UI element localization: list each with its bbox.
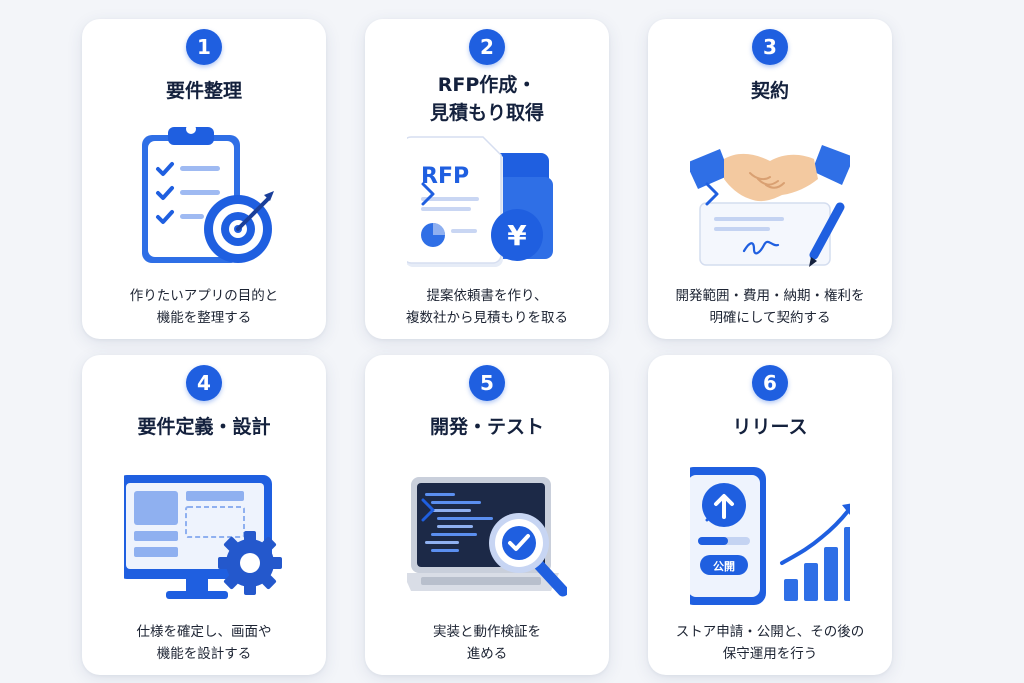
step-title: 要件定義・設計 [137,416,271,438]
step-description: 作りたいアプリの目的と 機能を整理する [129,288,279,326]
step-title: リリース [732,416,808,438]
step-card-1: 1 要件整理 作りたいアプリの [82,19,326,339]
step-description: 実装と動作検証を 進める [433,624,541,662]
step-number-badge: 4 [186,365,222,401]
step-description: ストア申請・公開と、その後の 保守運用を行う [675,624,865,662]
step-card-2: 2 RFP作成・ 見積もり取得 RFP ¥ 提案依頼書を作り、 複数社から見積も… [365,19,609,339]
step-description: 仕様を確定し、画面や 機能を設計する [136,624,272,662]
rfp-document-yen-icon: RFP ¥ [407,117,567,277]
process-flow: 1 要件整理 作りたいアプリの [82,19,892,675]
step-title: 契約 [750,80,789,102]
step-number-badge: 2 [469,29,505,65]
phone-upload-chart-icon: 公開 [690,453,850,613]
step-card-5: 5 開発・テスト 実装と動作検 [365,355,609,675]
chevron-right-icon [702,495,722,525]
publish-label: 公開 [713,560,735,573]
step-number-badge: 5 [469,365,505,401]
yen-symbol: ¥ [507,219,527,252]
step-description: 提案依頼書を作り、 複数社から見積もりを取る [406,288,568,326]
monitor-gear-icon [124,453,284,613]
step-number-badge: 1 [186,29,222,65]
chevron-right-icon [702,179,722,209]
chevron-right-icon [418,179,438,209]
laptop-magnifier-check-icon [407,453,567,613]
step-title: 要件整理 [165,80,242,102]
handshake-contract-icon [690,117,850,277]
step-card-4: 4 要件定義・設計 [82,355,326,675]
chevron-right-icon [418,495,438,525]
clipboard-target-icon [124,117,284,277]
step-description: 開発範囲・費用・納期・権利を 明確にして契約する [675,288,865,326]
step-title: RFP作成・ 見積もり取得 [429,74,544,124]
step-title: 開発・テスト [429,416,544,438]
step-card-3: 3 契約 開発範囲・費用・納期・権利を 明確にして契約する [648,19,892,339]
step-number-badge: 6 [752,365,788,401]
rfp-label: RFP [421,164,469,189]
step-card-6: 6 リリース 公開 ストア申請・公開と、その後の 保守運用を行う [648,355,892,675]
step-number-badge: 3 [752,29,788,65]
